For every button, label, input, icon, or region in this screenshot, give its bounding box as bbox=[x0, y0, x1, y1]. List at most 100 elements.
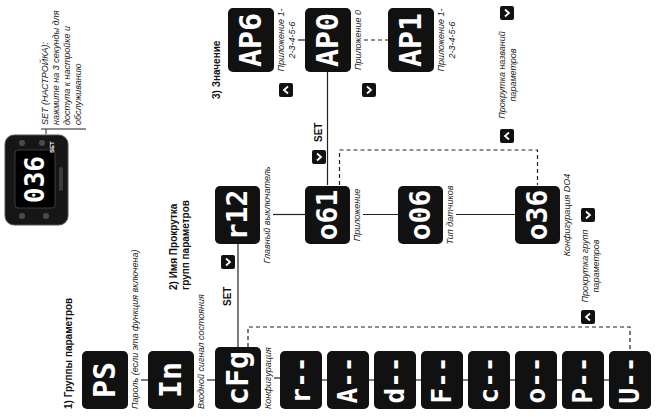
parameter-caption: Входной сигнал состояния bbox=[196, 219, 207, 409]
display-text: PS bbox=[90, 362, 120, 398]
display-node: o36 Конфигурация DO4 bbox=[515, 150, 573, 280]
device-button bbox=[19, 213, 25, 219]
seven-segment-display: d-- bbox=[374, 351, 416, 409]
display-node: o61Приложение bbox=[305, 150, 363, 280]
display-text: r12 bbox=[224, 190, 252, 241]
edge-label: SET bbox=[222, 286, 234, 307]
annotation-note: Прокрутка групп параметров bbox=[580, 225, 602, 307]
display-text: o36 bbox=[524, 190, 552, 241]
up-key-icon bbox=[500, 129, 514, 143]
display-node: AP1 Приложение 1-2-3-4-5-6 bbox=[388, 5, 458, 75]
display-node: U-- bbox=[609, 351, 651, 409]
down-key-icon bbox=[581, 208, 595, 222]
annotation-note: Прокрутка названий параметров bbox=[497, 24, 519, 126]
controller-device bbox=[5, 135, 68, 225]
seven-segment-display: o06 bbox=[398, 186, 443, 245]
connector bbox=[237, 244, 238, 347]
annotation-note: SET (НАСТРОЙКА): нажмите на 3 секунды дл… bbox=[40, 3, 84, 125]
seven-segment-display: cFg bbox=[215, 347, 261, 409]
parameter-caption: Конфигурация bbox=[263, 289, 274, 409]
display-text: F-- bbox=[429, 357, 455, 404]
seven-segment-display: U-- bbox=[609, 351, 651, 409]
seven-segment-display: AP0 bbox=[305, 8, 351, 72]
connector bbox=[456, 214, 515, 215]
seven-segment-display: P-- bbox=[562, 351, 604, 409]
device-button bbox=[19, 140, 25, 146]
display-node: r12 Главный выключатель bbox=[215, 150, 273, 280]
step-heading: 2) Имя Прокрутка групп параметров bbox=[168, 182, 192, 290]
up-key-icon bbox=[279, 83, 293, 97]
step-heading: 3) Значение bbox=[211, 9, 223, 99]
parameter-caption: Приложение 0 bbox=[353, 5, 364, 75]
parameter-caption: Главный выключатель bbox=[262, 150, 273, 280]
connector bbox=[248, 327, 630, 351]
display-node: P-- bbox=[562, 351, 604, 409]
edge-label: SET bbox=[313, 122, 325, 143]
display-text: AP1 bbox=[396, 13, 426, 67]
display-node: PS Пароль (если эта функция включена) bbox=[82, 219, 141, 409]
display-node: c-- bbox=[468, 351, 510, 409]
display-node: AP0 Приложение 0 bbox=[305, 5, 364, 75]
connector bbox=[141, 379, 148, 380]
display-node: o-- bbox=[515, 351, 557, 409]
seven-segment-display: r12 bbox=[215, 186, 260, 245]
down-key-icon bbox=[312, 150, 326, 164]
device-display-digits: 036 bbox=[21, 156, 49, 203]
device-button-label: SET bbox=[49, 141, 56, 153]
parameter-caption: Приложение 1-2-3-4-5-6 bbox=[276, 5, 298, 75]
seven-segment-display: c-- bbox=[468, 351, 510, 409]
device-display bbox=[15, 150, 55, 208]
display-node: A-- bbox=[327, 351, 369, 409]
display-text: r-- bbox=[288, 357, 314, 404]
seven-segment-display: PS bbox=[82, 351, 128, 409]
display-text: In bbox=[156, 362, 186, 398]
display-text: AP0 bbox=[313, 13, 343, 67]
device-button bbox=[43, 213, 49, 219]
display-text: P-- bbox=[570, 357, 596, 404]
device-button bbox=[39, 140, 45, 146]
seven-segment-display: r-- bbox=[280, 351, 322, 409]
display-text: o-- bbox=[523, 357, 549, 404]
parameter-caption: Тип датчиков bbox=[445, 150, 456, 280]
seven-segment-display: F-- bbox=[421, 351, 463, 409]
display-text: c-- bbox=[476, 357, 502, 404]
display-text: o06 bbox=[407, 190, 435, 241]
display-text: A-- bbox=[335, 357, 361, 404]
display-text: U-- bbox=[617, 357, 643, 404]
seven-segment-display: A-- bbox=[327, 351, 369, 409]
down-key-icon bbox=[500, 6, 514, 20]
display-node: r-- bbox=[280, 351, 322, 409]
step-heading: 1) Группы параметров bbox=[63, 269, 75, 409]
device-logo bbox=[59, 167, 63, 191]
seven-segment-display: o-- bbox=[515, 351, 557, 409]
parameter-caption: Приложение 1-2-3-4-5-6 bbox=[436, 5, 458, 75]
connector bbox=[340, 150, 538, 185]
connector bbox=[327, 72, 328, 185]
display-node: AP6 Приложение 1-2-3-4-5-6 bbox=[228, 5, 298, 75]
seven-segment-display: In bbox=[148, 351, 194, 409]
display-node: d-- bbox=[374, 351, 416, 409]
parameter-caption: Приложение bbox=[352, 150, 363, 280]
connector bbox=[363, 214, 398, 215]
down-key-icon bbox=[221, 255, 235, 269]
display-node: cFg Конфигурация bbox=[215, 289, 274, 409]
seven-segment-display: o36 bbox=[515, 186, 560, 245]
connector bbox=[273, 214, 305, 215]
display-node: o06 Тип датчиков bbox=[398, 150, 456, 280]
connector bbox=[364, 39, 388, 40]
device-body bbox=[5, 135, 68, 225]
leader-line bbox=[41, 129, 86, 134]
display-text: d-- bbox=[382, 357, 408, 404]
display-text: cFg bbox=[223, 351, 253, 405]
connector bbox=[298, 39, 305, 40]
down-key-icon bbox=[362, 83, 376, 97]
display-node: F-- bbox=[421, 351, 463, 409]
parameter-caption: Пароль (если эта функция включена) bbox=[130, 219, 141, 409]
parameter-caption: Конфигурация DO4 bbox=[562, 150, 573, 280]
seven-segment-display: o61 bbox=[305, 186, 350, 245]
display-text: AP6 bbox=[236, 13, 266, 67]
seven-segment-display: AP6 bbox=[228, 8, 274, 72]
seven-segment-display: AP1 bbox=[388, 8, 434, 72]
connector bbox=[207, 379, 215, 380]
